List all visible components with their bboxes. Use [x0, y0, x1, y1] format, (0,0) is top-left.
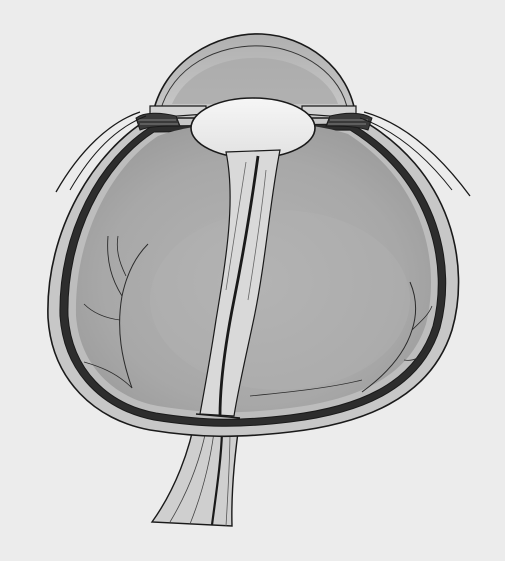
vitreous-highlight [150, 210, 410, 390]
lens [191, 98, 315, 158]
